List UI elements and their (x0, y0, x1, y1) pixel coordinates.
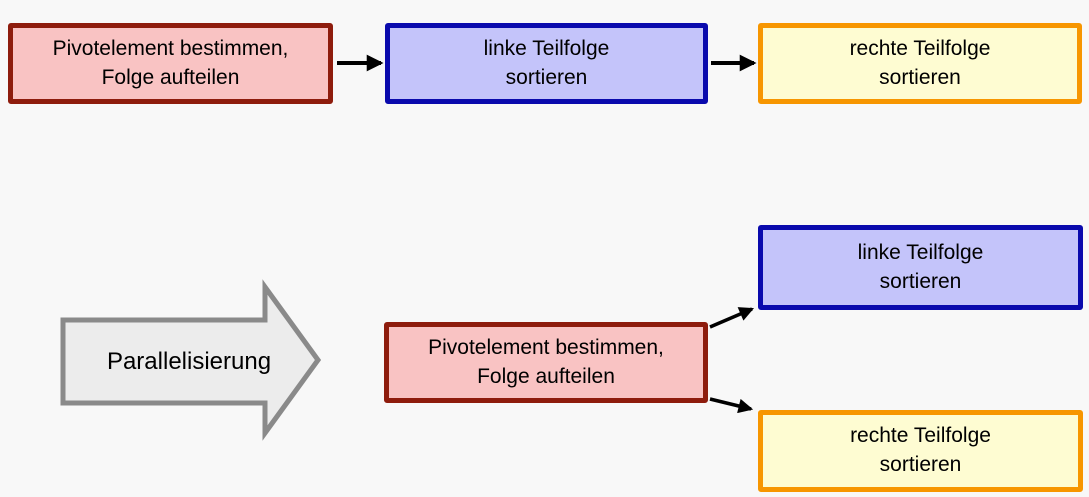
box-label-line: rechte Teilfolge (850, 424, 991, 448)
box-label-line: sortieren (879, 453, 962, 476)
box-sequential-left-subsequence: linke Teilfolge sortieren (385, 23, 708, 104)
box-parallel-right-subsequence: rechte Teilfolge sortieren (758, 410, 1083, 492)
parallelization-label: Parallelisierung (106, 347, 272, 375)
box-sequential-pivot: Pivotelement bestimmen, Folge aufteilen (8, 23, 333, 104)
box-label-line: Folge aufteilen (101, 65, 240, 89)
box-label-line: sortieren (879, 65, 961, 89)
box-label-line: rechte Teilfolge (849, 36, 991, 60)
flow-arrow-par-pivot-to-right (709, 397, 754, 414)
box-label-line: Folge aufteilen (477, 364, 615, 388)
box-parallel-pivot: Pivotelement bestimmen, Folge aufteilen (384, 322, 708, 403)
box-sequential-right-subsequence: rechte Teilfolge sortieren (758, 23, 1082, 104)
box-label-line: Pivotelement bestimmen, (52, 36, 289, 60)
box-label-line: sortieren (879, 269, 962, 293)
flow-arrow-par-pivot-to-left (709, 307, 755, 329)
box-label-line: linke Teilfolge (483, 36, 610, 60)
box-label-line: linke Teilfolge (857, 240, 984, 264)
box-label-line: Pivotelement bestimmen, (428, 335, 664, 359)
box-label-line: sortieren (505, 65, 588, 89)
box-parallel-left-subsequence: linke Teilfolge sortieren (758, 225, 1083, 310)
